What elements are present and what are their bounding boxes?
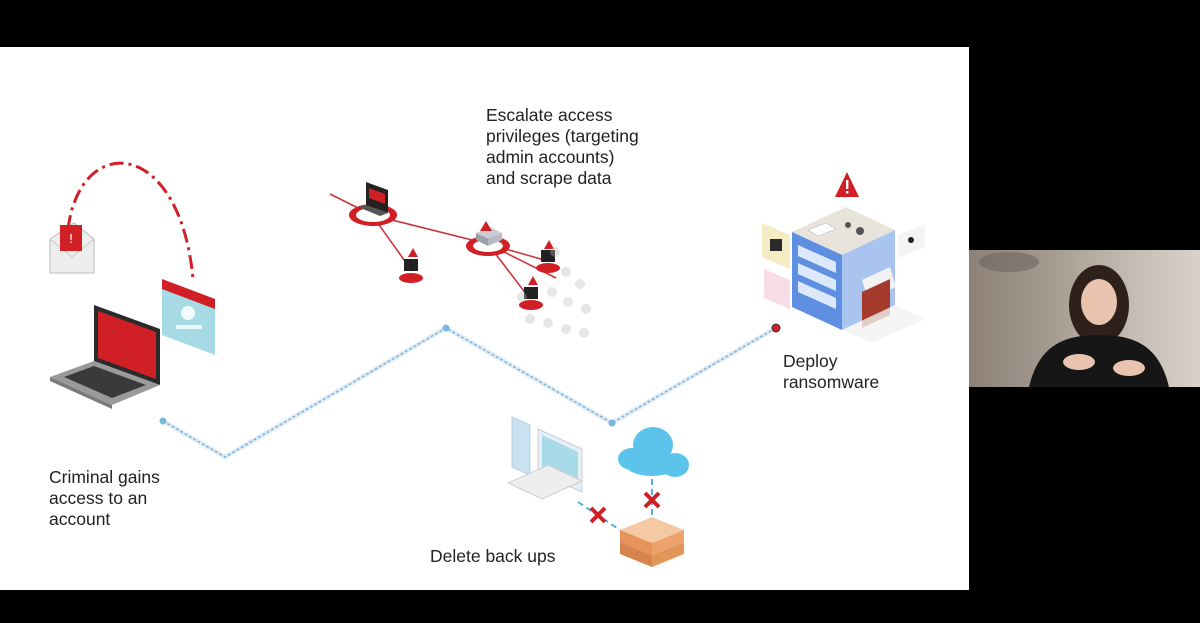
delete-backups-label: Delete back ups	[430, 546, 556, 566]
criminal-access-label: Criminal gains access to an account	[49, 467, 160, 529]
svg-text:!: !	[69, 232, 74, 246]
path-node-deploy	[771, 323, 781, 333]
deploy-label: Deploy ransomware	[783, 351, 880, 392]
attack-flow-diagram: !	[49, 161, 925, 567]
tablet-icon	[511, 416, 531, 476]
blocked-x-icon	[589, 506, 607, 524]
hacker-computer-icon	[349, 182, 397, 226]
presenter-video	[979, 252, 1169, 387]
faded-user-crowd	[517, 247, 591, 338]
cloud-icon	[618, 427, 689, 477]
presentation-slide: !	[0, 47, 969, 590]
blocked-x-icon	[643, 491, 661, 509]
laptop-icon	[50, 305, 160, 409]
user-icon	[536, 240, 560, 273]
escalate-label: Escalate access privileges (targeting ad…	[486, 105, 639, 188]
phishing-arc	[66, 161, 195, 280]
webcam-feed	[969, 250, 1200, 387]
path-node-start	[159, 417, 167, 425]
flow-path	[159, 323, 781, 460]
user-icon	[399, 248, 423, 283]
login-window-icon	[162, 279, 215, 355]
monitor-icon	[506, 428, 584, 500]
warning-icon	[835, 172, 859, 197]
user-icon	[519, 276, 543, 310]
path-node-escalate	[442, 324, 450, 332]
path-node-delete	[608, 419, 616, 427]
server-icon	[466, 221, 510, 256]
building-icon	[762, 207, 925, 343]
email-icon: !	[49, 222, 95, 274]
backup-stack-icon	[620, 517, 684, 567]
